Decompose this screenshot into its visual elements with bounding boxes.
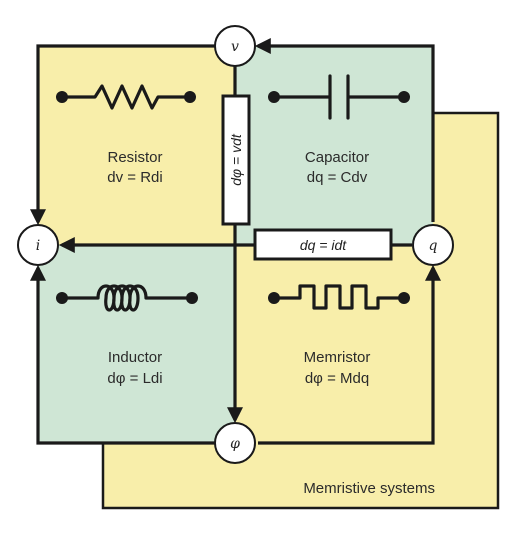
node-i	[17, 224, 59, 266]
resistor-symbol	[56, 84, 196, 110]
resistor-quadrant	[38, 46, 235, 245]
memristor-name: Memristor	[304, 349, 371, 366]
node-q	[412, 224, 454, 266]
wire-top-left	[30, 44, 215, 226]
memristor-equation: dφ = Mdq	[305, 370, 369, 387]
node-i-label: i	[36, 238, 40, 254]
inductor-quadrant	[38, 245, 235, 443]
capacitor-equation: dq = Cdv	[307, 169, 368, 186]
node-q-label: q	[429, 238, 438, 254]
memristor-symbol	[268, 284, 410, 310]
inductor-symbol	[56, 284, 198, 312]
wire-bottom-left	[30, 264, 215, 445]
node-phi	[214, 422, 256, 464]
node-v	[214, 25, 256, 67]
capacitor-quadrant	[235, 46, 433, 245]
wire-top-right	[254, 38, 435, 222]
resistor-equation: dv = Rdi	[107, 169, 162, 186]
memristor-quadrant	[235, 245, 433, 443]
memristive-systems-label: Memristive systems	[303, 480, 435, 497]
flux-voltage-box	[221, 94, 251, 226]
charge-current-box	[253, 228, 393, 261]
capacitor-symbol	[268, 74, 410, 120]
charge-current-label: dq = idt	[300, 237, 347, 253]
node-phi-label: φ	[230, 436, 240, 452]
inductor-equation: dφ = Ldi	[107, 370, 162, 387]
flux-voltage-label: dφ = vdt	[228, 133, 244, 186]
node-v-label: v	[231, 39, 239, 55]
wire-bottom-right	[258, 264, 441, 445]
capacitor-name: Capacitor	[305, 149, 369, 166]
resistor-name: Resistor	[107, 149, 162, 166]
inductor-name: Inductor	[108, 349, 162, 366]
